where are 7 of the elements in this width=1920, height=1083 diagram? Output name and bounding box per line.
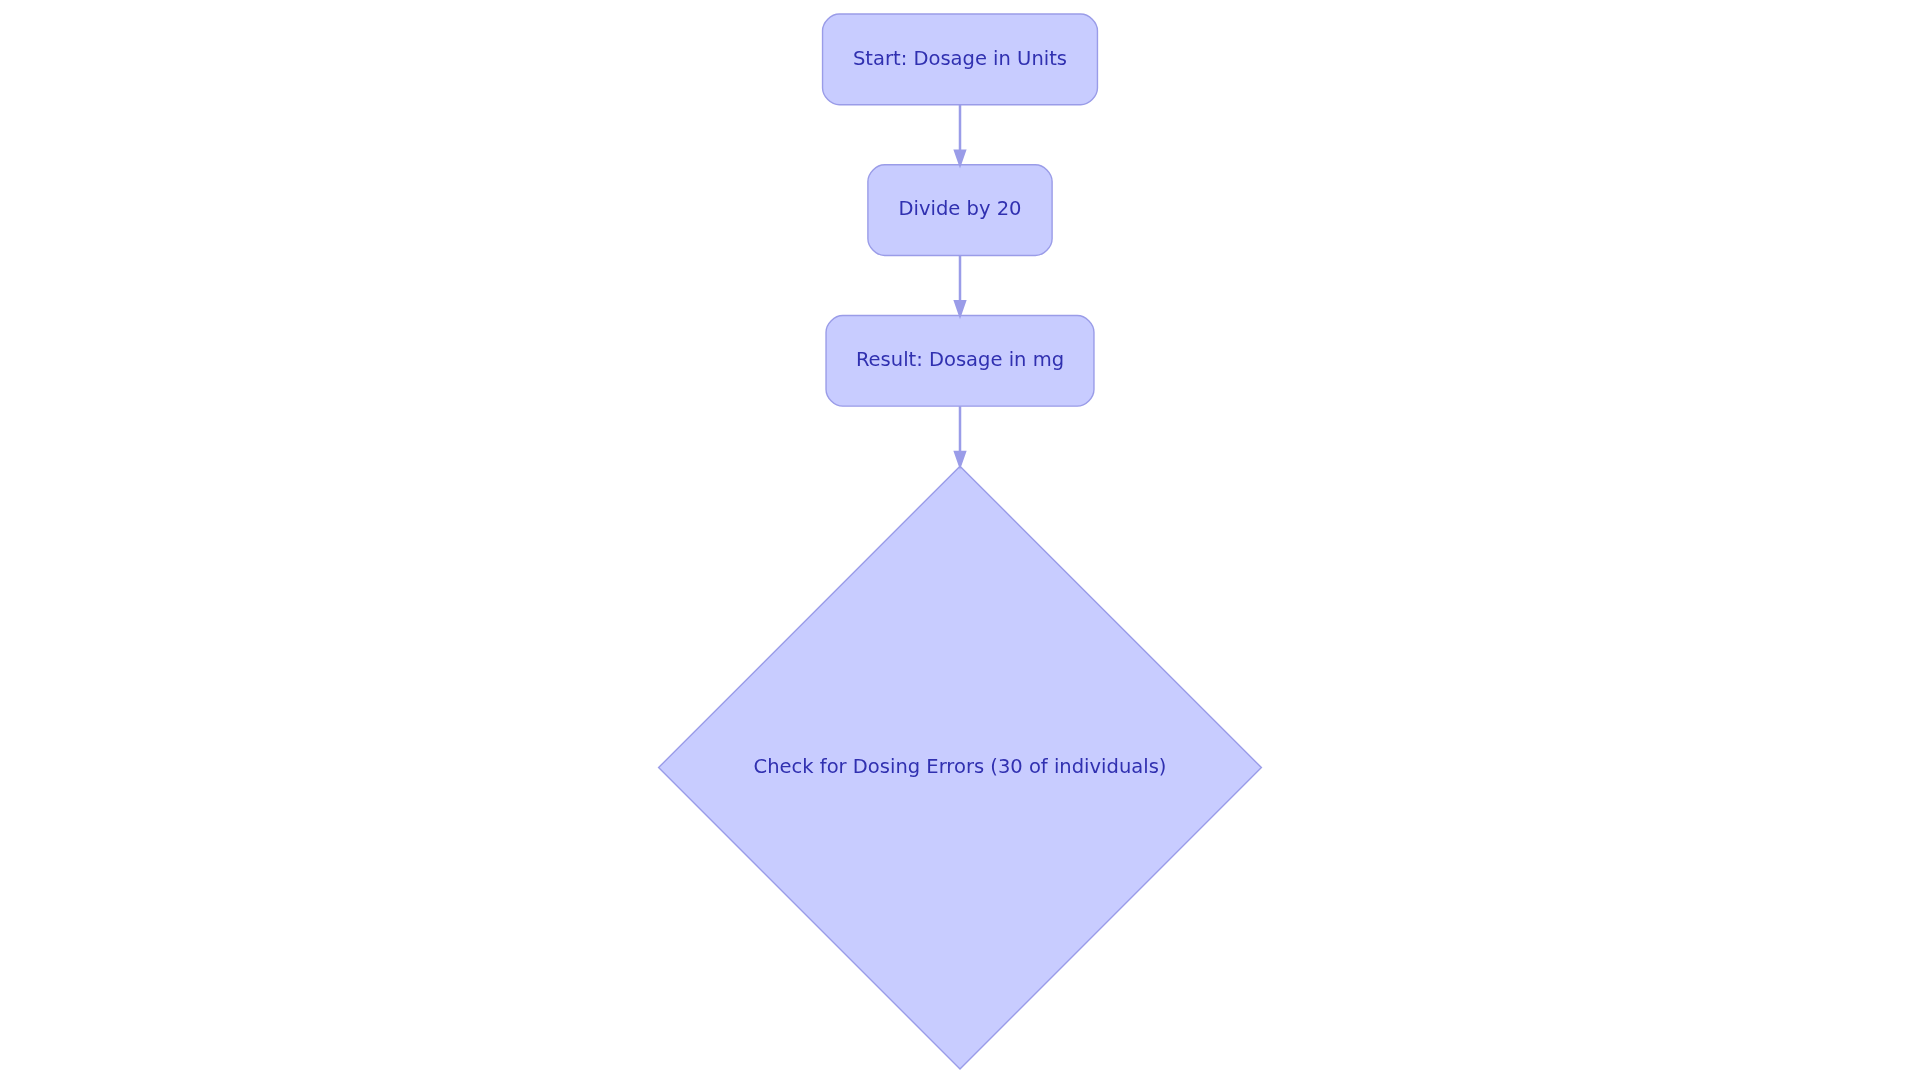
- node-box: Result: Dosage in mg: [825, 314, 1095, 407]
- arrow: [953, 255, 967, 320]
- arrow: [953, 104, 967, 169]
- node-diamond: Check for Dosing Errors (30 of individuals): [657, 465, 1263, 1070]
- node-box: Start: Dosage in Units: [821, 13, 1099, 106]
- arrow: [953, 406, 967, 470]
- node-box: Divide by 20: [867, 164, 1053, 257]
